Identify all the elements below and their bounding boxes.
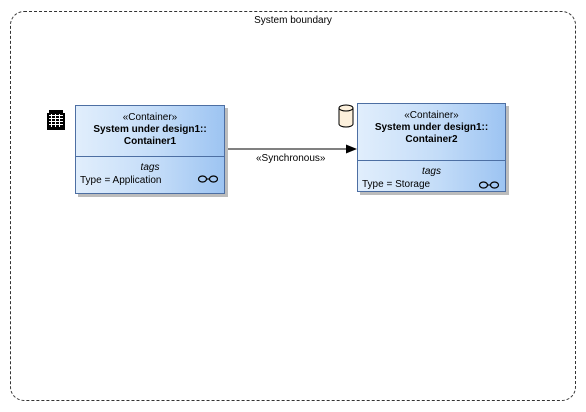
connector-label: «Synchronous» — [256, 153, 326, 164]
container2-name-line2: Container2 — [405, 134, 458, 145]
container2-stereotype: «Container» — [404, 110, 459, 121]
container2-header: «Container» System under design1:: Conta… — [358, 104, 505, 161]
link-icon — [478, 181, 500, 189]
container2-tags-label: tags — [422, 166, 441, 177]
system-boundary[interactable]: System boundary — [10, 11, 576, 401]
container1-header: «Container» System under design1:: Conta… — [76, 106, 224, 157]
container2-tag-value: Type = Storage — [362, 179, 431, 190]
container1-stereotype: «Container» — [122, 112, 178, 123]
link-icon — [197, 175, 219, 183]
container2-element[interactable]: «Container» System under design1:: Conta… — [357, 103, 506, 192]
container1-element[interactable]: «Container» System under design1:: Conta… — [75, 105, 225, 194]
container1-tags-compartment: tags Type = Application — [76, 157, 224, 197]
container1-tag-value: Type = Application — [80, 175, 162, 186]
container1-name-line1: System under design1:: — [93, 124, 207, 135]
container1-tags-label: tags — [140, 162, 160, 173]
system-boundary-label: System boundary — [254, 15, 332, 26]
server-rack-icon — [47, 110, 65, 135]
connector-arrowhead — [346, 144, 357, 154]
container2-tags-compartment: tags Type = Storage — [358, 161, 505, 199]
container2-name-line1: System under design1:: — [374, 122, 489, 133]
container1-name-line2: Container1 — [123, 136, 177, 147]
database-cylinder-icon — [338, 104, 354, 133]
